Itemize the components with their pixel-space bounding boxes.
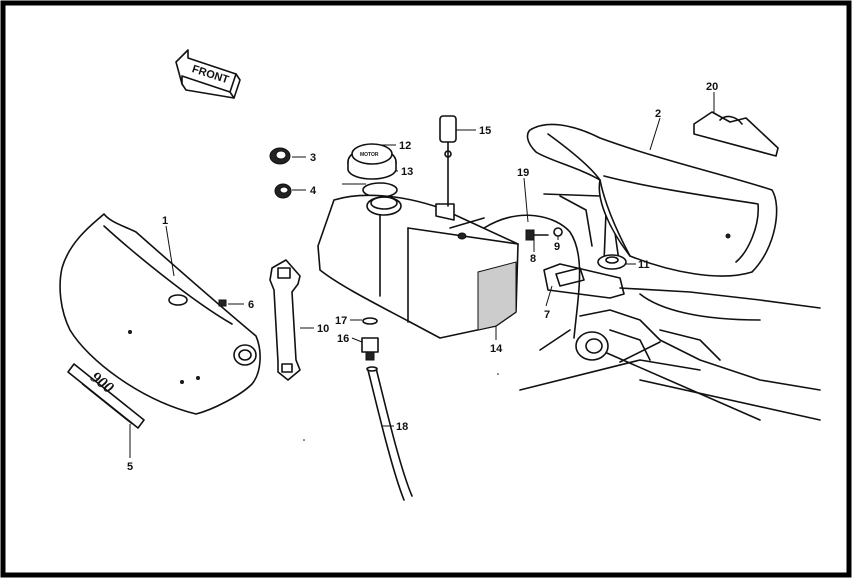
front-direction-arrow: FRONT xyxy=(175,49,241,99)
part-label-15: 15 xyxy=(479,125,491,137)
part-label-12: 12 xyxy=(399,140,411,152)
part-15-oil-level-gauge xyxy=(439,115,457,207)
part-number-labels: 1 2 3 4 5 6 7 8 9 10 11 12 13 14 15 16 1… xyxy=(127,81,718,473)
part-9-washer xyxy=(553,227,563,237)
speck-dot xyxy=(303,439,305,441)
part-label-7: 7 xyxy=(544,309,550,321)
part-label-3: 3 xyxy=(310,152,316,164)
part-8-bolt xyxy=(525,229,549,241)
part-label-18: 18 xyxy=(396,421,408,433)
part-11-grommet xyxy=(597,254,627,270)
part-label-1: 1 xyxy=(162,215,168,227)
part-16-drain-fitting xyxy=(361,337,379,361)
part-label-14: 14 xyxy=(490,343,503,355)
part-label-2: 2 xyxy=(655,108,661,120)
speck-dot xyxy=(497,373,499,375)
part-4-grommet xyxy=(274,183,292,199)
part-19-breather-hose xyxy=(483,214,581,339)
part-label-20: 20 xyxy=(706,81,718,93)
part-1-left-side-cover xyxy=(59,213,261,415)
part-10-band-strap xyxy=(269,259,301,381)
part-label-8: 8 xyxy=(530,253,536,265)
part-label-16: 16 xyxy=(337,333,349,345)
part-label-9: 9 xyxy=(554,241,560,253)
part-label-5: 5 xyxy=(127,461,133,473)
part-label-10: 10 xyxy=(317,323,329,335)
part-3-grommet xyxy=(269,147,291,165)
part-18-hose-end xyxy=(366,366,378,372)
part-7-bracket xyxy=(555,267,585,287)
part-14-oil-tank xyxy=(317,194,519,339)
part-label-19: 19 xyxy=(517,167,529,179)
part-5-emblem-badge: 900 xyxy=(67,363,145,429)
cap-label: MOTOR xyxy=(360,152,379,158)
part-17-o-ring xyxy=(362,317,378,325)
part-6-clip xyxy=(218,299,227,307)
part-label-17: 17 xyxy=(335,315,347,327)
part-2-right-side-cover xyxy=(526,123,778,277)
part-18-oil-hose xyxy=(367,367,413,501)
part-label-11: 11 xyxy=(638,259,650,271)
part-label-6: 6 xyxy=(248,299,254,311)
part-12-filler-cap: MOTOR xyxy=(347,143,397,180)
part-20-emblem xyxy=(693,111,779,157)
frame-bracket-assembly xyxy=(519,193,821,421)
part-label-13: 13 xyxy=(401,166,413,178)
leader-lines xyxy=(129,92,715,458)
part-label-4: 4 xyxy=(310,185,317,197)
